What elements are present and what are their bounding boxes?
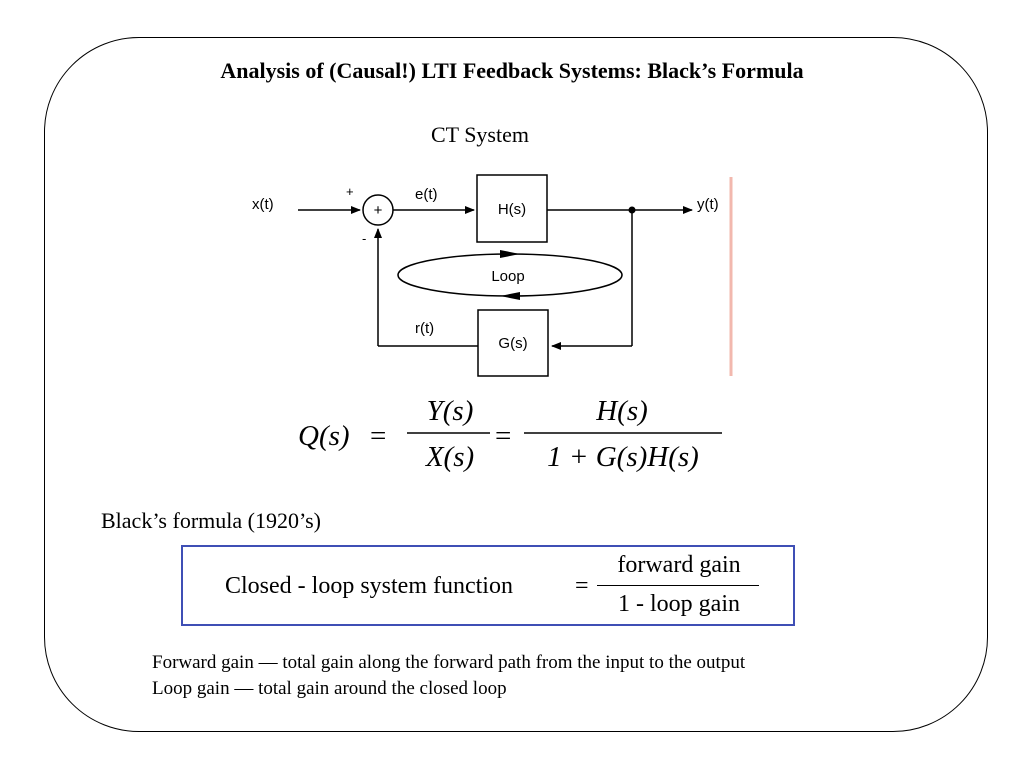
slide-frame <box>44 37 988 732</box>
closed-loop-label: Closed - loop system function <box>225 573 513 599</box>
black-formula-box: Closed - loop system function = forward … <box>181 545 795 626</box>
loop-gain-definition: Loop gain — total gain around the closed… <box>152 678 507 699</box>
feedback-label: r(t) <box>415 320 434 337</box>
box-equals: = <box>575 573 589 599</box>
eq-frac1-denominator: X(s) <box>425 441 474 473</box>
summer-symbol: + <box>374 202 383 219</box>
error-label: e(t) <box>415 186 438 203</box>
forward-gain-numerator: forward gain <box>617 552 741 578</box>
loop-label: Loop <box>491 268 524 285</box>
loop-arrow-top <box>500 250 520 258</box>
definitions: Forward gain — total gain along the forw… <box>152 650 745 702</box>
loop-gain-denominator: 1 - loop gain <box>618 591 740 617</box>
eq-frac2-numerator: H(s) <box>595 395 648 427</box>
output-label: y(t) <box>697 196 719 213</box>
eq-equals-1: = <box>370 420 386 452</box>
forward-block <box>476 174 548 243</box>
eq-frac2-denominator: 1 + G(s)H(s) <box>547 441 699 473</box>
slide-subtitle: CT System <box>430 122 529 147</box>
minus-sign: - <box>362 231 366 246</box>
black-formula-heading: Black’s formula (1920’s) <box>101 508 321 533</box>
slide-title: Analysis of (Causal!) LTI Feedback Syste… <box>220 58 804 83</box>
feedback-block-label: G(s) <box>498 335 527 352</box>
eq-lhs: Q(s) <box>298 420 350 452</box>
eq-equals-2: = <box>495 420 511 452</box>
forward-block-label: H(s) <box>498 201 526 218</box>
loop-arrow-bottom <box>500 292 520 300</box>
feedback-block <box>477 309 549 377</box>
box-fraction-bar <box>597 585 759 586</box>
eq-frac1-numerator: Y(s) <box>427 395 474 427</box>
input-label: x(t) <box>252 196 274 213</box>
forward-gain-definition: Forward gain — total gain along the forw… <box>152 652 746 673</box>
plus-sign: + <box>346 184 354 199</box>
